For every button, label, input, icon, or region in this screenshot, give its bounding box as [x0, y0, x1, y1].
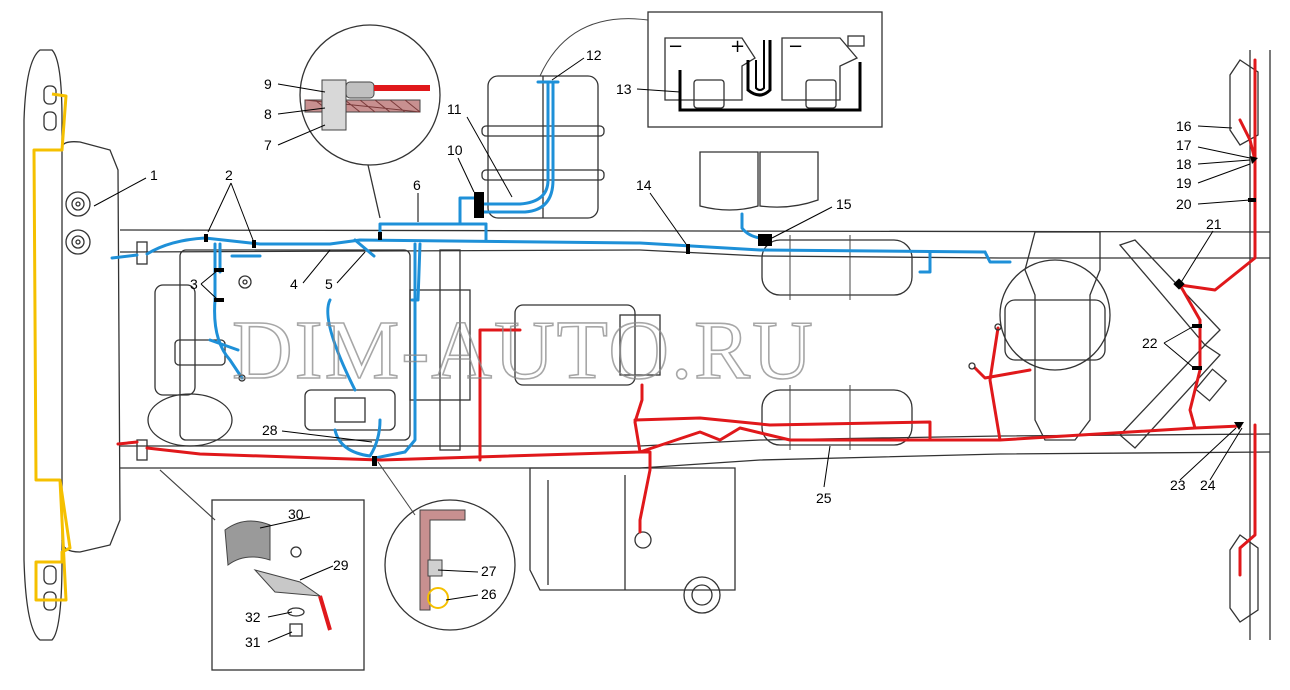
- ground-wire-harness: [110, 80, 1012, 460]
- clip-23: [1234, 422, 1244, 430]
- clip-20: [1248, 198, 1256, 202]
- callout-labels: 1 2 3 4 5 6 7 8 9 10 11 12 13 14 15 16 1…: [150, 47, 1222, 650]
- ground-block-15: [758, 234, 772, 246]
- clip-28: [372, 456, 377, 466]
- ground-block-10: [474, 192, 484, 218]
- tool-box: [529, 467, 736, 614]
- battery-minus-left: −: [668, 36, 683, 57]
- rear-axle: [999, 231, 1111, 441]
- callout-5: 5: [325, 276, 333, 292]
- callout-1: 1: [150, 167, 158, 183]
- callout-15: 15: [836, 196, 852, 212]
- callout-9: 9: [264, 76, 272, 92]
- battery-minus-right: −: [788, 36, 803, 57]
- callout-19: 19: [1176, 175, 1192, 191]
- battery-box: [481, 75, 605, 219]
- horn-pair: [65, 191, 91, 255]
- clip-22a: [1192, 324, 1202, 328]
- callout-3: 3: [190, 276, 198, 292]
- leader-lines: [93, 57, 1251, 643]
- clip-2b: [252, 240, 256, 248]
- callout-21: 21: [1206, 216, 1222, 232]
- callout-29: 29: [333, 557, 349, 573]
- callout-22: 22: [1142, 335, 1158, 351]
- callout-12: 12: [586, 47, 602, 63]
- callout-16: 16: [1176, 118, 1192, 134]
- callout-11: 11: [447, 101, 462, 117]
- clip-17: [1250, 156, 1258, 164]
- callout-14: 14: [636, 177, 652, 193]
- detail-inset-ground-bolt: [377, 461, 516, 631]
- watermark-text: DIM-AUTO.RU: [232, 304, 815, 397]
- callout-17: 17: [1176, 137, 1192, 153]
- air-filter-housing: [699, 151, 819, 211]
- detail-inset-terminal: [299, 24, 441, 219]
- callout-4: 4: [290, 276, 298, 292]
- callout-25: 25: [816, 490, 832, 506]
- callout-30: 30: [288, 506, 304, 522]
- yellow-light-wire: [32, 92, 72, 602]
- engine-block: [147, 249, 661, 451]
- front-bumper: [23, 49, 121, 641]
- callout-10: 10: [447, 142, 463, 158]
- callout-8: 8: [264, 106, 272, 122]
- callout-32: 32: [245, 609, 261, 625]
- clip-3b: [214, 298, 224, 302]
- callout-7: 7: [264, 137, 272, 153]
- clip-6: [378, 232, 382, 240]
- callout-6: 6: [413, 177, 421, 193]
- clip-3a: [214, 268, 224, 272]
- fuel-tank-upper: [761, 235, 913, 300]
- callout-23: 23: [1170, 477, 1186, 493]
- callout-20: 20: [1176, 196, 1192, 212]
- callout-27: 27: [481, 563, 497, 579]
- clip-14: [686, 244, 690, 254]
- spare-wheel-carrier: [1118, 239, 1228, 449]
- battery-plus-left: +: [730, 36, 745, 57]
- battery-schematic-inset: − + −: [539, 11, 883, 128]
- detail-inset-clamp: [159, 469, 365, 671]
- callout-2: 2: [225, 167, 233, 183]
- clip-22b: [1192, 366, 1202, 370]
- callout-24: 24: [1200, 477, 1216, 493]
- callout-28: 28: [262, 422, 278, 438]
- callout-13: 13: [616, 81, 632, 97]
- rear-crossmember: [1229, 50, 1271, 640]
- callout-26: 26: [481, 586, 497, 602]
- callout-31: 31: [245, 634, 261, 650]
- callout-18: 18: [1176, 156, 1192, 172]
- clip-2a: [204, 234, 208, 242]
